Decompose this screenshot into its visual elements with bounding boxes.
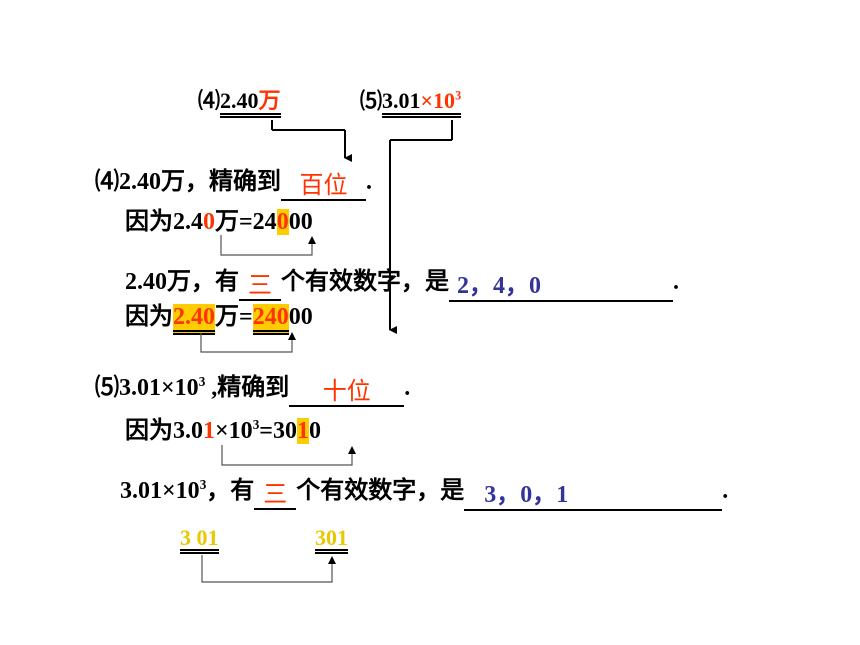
q4-count: 三 bbox=[248, 271, 272, 299]
q5-answer-blank: 十位 bbox=[289, 377, 405, 408]
q4-answer: 百位 bbox=[299, 171, 348, 199]
q5-digits: 3，0，1 bbox=[484, 482, 569, 509]
q4-bracket-1 bbox=[220, 235, 316, 256]
q4-highlight-digit-2: 0 bbox=[276, 209, 289, 235]
top-item4: ⑷2.40万 bbox=[198, 88, 281, 118]
top-item5: ⑸3.01×103 bbox=[360, 88, 462, 119]
q5-highlight-digit-2: 1 bbox=[296, 418, 309, 445]
bottom-bracket bbox=[201, 555, 336, 583]
q5-answer: 十位 bbox=[322, 377, 371, 406]
q4-because2-line: 因为2.40万=24000 bbox=[125, 304, 313, 335]
q5-digits-blank: 3，0，1 bbox=[464, 482, 723, 512]
q5-bracket bbox=[221, 445, 356, 466]
q4-digits: 2，4，0 bbox=[457, 273, 541, 299]
q5-count: 三 bbox=[263, 480, 288, 509]
top-item5-label: ⑸ bbox=[360, 88, 383, 114]
bottom-left-number: 3 01 bbox=[180, 527, 219, 554]
q4-underlined-sig-2: 240 bbox=[252, 304, 289, 335]
q4-because-line: 因为2.40万=24000 bbox=[125, 209, 313, 235]
top-item4-number: 2.40万 bbox=[220, 88, 281, 118]
q4-label: ⑷2.40万，精确到 bbox=[95, 169, 281, 195]
q5-precision-line: ⑸3.01×103 ,精确到十位. bbox=[95, 374, 411, 408]
arrow-top4-to-q4 bbox=[271, 120, 352, 162]
q4-answer-blank: 百位 bbox=[281, 173, 366, 201]
top-item4-label: ⑷ bbox=[198, 88, 221, 113]
q5-count-blank: 三 bbox=[254, 480, 297, 511]
q4-precision-line: ⑷2.40万，精确到百位. bbox=[95, 169, 372, 201]
q4-count-blank: 三 bbox=[239, 273, 281, 301]
top-item5-number: 3.01×103 bbox=[382, 88, 462, 119]
q4-underlined-sig: 2.40 bbox=[173, 304, 215, 335]
top-item4-unit: 万 bbox=[258, 88, 281, 113]
bottom-right-number: 301 bbox=[315, 527, 348, 554]
q4-highlight-digit: 0 bbox=[203, 209, 215, 235]
q5-because-line: 因为3.01×103=3010 bbox=[125, 417, 321, 445]
q4-bracket-2 bbox=[200, 332, 296, 353]
q5-highlight-digit: 1 bbox=[203, 418, 215, 445]
q4-digits-blank: 2，4，0 bbox=[449, 274, 673, 302]
arrow-top5-down bbox=[389, 120, 453, 334]
